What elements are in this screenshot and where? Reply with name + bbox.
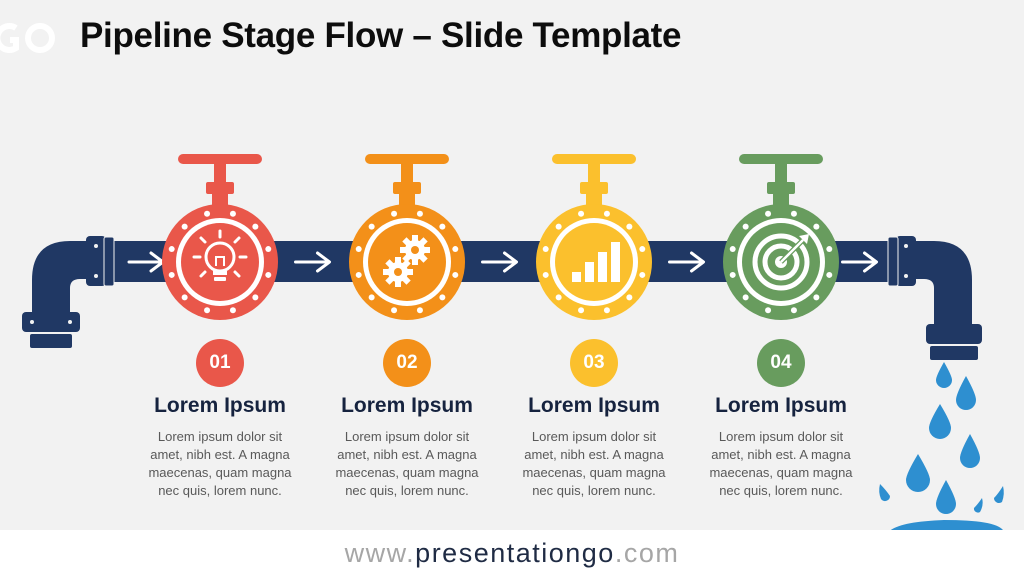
arrow-right-icon xyxy=(481,251,518,273)
water-drop-icon xyxy=(929,404,951,439)
water-drop-icon xyxy=(906,454,930,492)
stage-number-badge: 02 xyxy=(383,339,431,387)
water-drop-icon xyxy=(994,486,1004,503)
stage-description-line: nec quis, lorem nunc. xyxy=(532,483,656,498)
stage-description-line: maecenas, quam magna xyxy=(709,465,853,480)
water-splash xyxy=(879,362,1004,530)
stage-number-badge: 03 xyxy=(570,339,618,387)
stage-description-line: nec quis, lorem nunc. xyxy=(345,483,469,498)
bar-chart-icon xyxy=(572,242,620,282)
stage-description-line: nec quis, lorem nunc. xyxy=(719,483,843,498)
valve-stage-4 xyxy=(723,154,839,320)
target-icon xyxy=(752,233,810,291)
stage-description-line: Lorem ipsum dolor sit xyxy=(344,429,470,444)
stage-title: Lorem Ipsum xyxy=(341,394,473,417)
stage-description-line: Lorem ipsum dolor sit xyxy=(718,429,844,444)
stage-description: Lorem ipsum dolor sit amet, nibh est. A m… xyxy=(322,428,492,500)
arrow-right-icon xyxy=(668,251,705,273)
pipe-inlet-elbow xyxy=(22,236,106,348)
footer-prefix: www. xyxy=(344,537,416,568)
stage-description: Lorem ipsum dolor sit amet, nibh est. A m… xyxy=(135,428,305,500)
water-drop-icon xyxy=(879,484,890,501)
water-drop-icon xyxy=(956,376,976,410)
stage-description-line: maecenas, quam magna xyxy=(335,465,479,480)
water-drop-icon xyxy=(936,480,956,514)
stage-description-line: amet, nibh est. A magna xyxy=(337,447,477,462)
stage-description-line: amet, nibh est. A magna xyxy=(524,447,664,462)
stage-description-line: amet, nibh est. A magna xyxy=(150,447,290,462)
logo-icon xyxy=(0,23,55,53)
stage-number-badge: 01 xyxy=(196,339,244,387)
valve-stage-2 xyxy=(349,154,465,320)
lightbulb-icon xyxy=(192,229,248,281)
stage-description-line: Lorem ipsum dolor sit xyxy=(157,429,283,444)
stage-description-line: maecenas, quam magna xyxy=(148,465,292,480)
stage-description-line: nec quis, lorem nunc. xyxy=(158,483,282,498)
water-drop-icon xyxy=(960,434,980,468)
arrow-right-icon xyxy=(841,251,878,273)
water-puddle xyxy=(890,520,1003,530)
arrow-right-icon xyxy=(294,251,331,273)
valve-stage-3 xyxy=(536,154,652,320)
page-title: Pipeline Stage Flow – Slide Template xyxy=(80,16,682,55)
valve-stage-1 xyxy=(162,154,278,320)
footer-website: www.presentationgo.com xyxy=(0,530,1024,576)
stage-description-line: maecenas, quam magna xyxy=(522,465,666,480)
stage-description-line: Lorem ipsum dolor sit xyxy=(531,429,657,444)
stage-description: Lorem ipsum dolor sit amet, nibh est. A m… xyxy=(509,428,679,500)
stage-title: Lorem Ipsum xyxy=(715,394,847,417)
water-drop-icon xyxy=(936,362,952,388)
stage-title: Lorem Ipsum xyxy=(528,394,660,417)
stage-description: Lorem ipsum dolor sit amet, nibh est. A m… xyxy=(696,428,866,500)
footer-brand: presentationgo xyxy=(415,537,615,568)
stage-title: Lorem Ipsum xyxy=(154,394,286,417)
stage-number-badge: 04 xyxy=(757,339,805,387)
pipe-outlet-elbow xyxy=(896,236,982,360)
footer-suffix: .com xyxy=(614,537,680,568)
pipeline-diagram xyxy=(22,154,1004,530)
gears-icon xyxy=(383,235,430,287)
stage-description-line: amet, nibh est. A magna xyxy=(711,447,851,462)
water-drop-icon xyxy=(973,498,983,513)
